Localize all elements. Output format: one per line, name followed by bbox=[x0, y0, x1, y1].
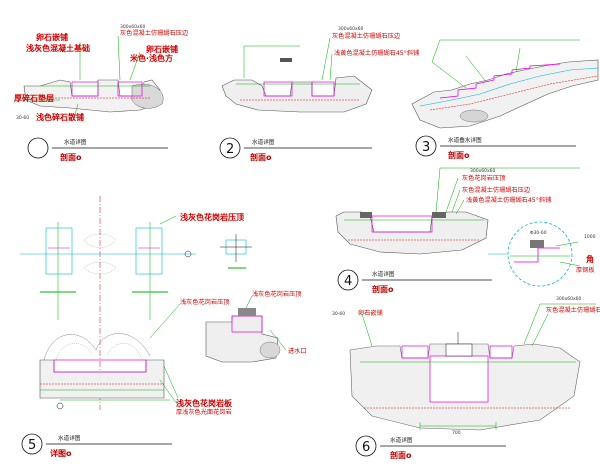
d1-number-circle bbox=[27, 137, 49, 159]
d6-title: 水道详图 bbox=[390, 436, 413, 444]
d4-subtitle: 剖面o bbox=[372, 284, 394, 294]
d1-label-base: 浅灰色混凝土基础 bbox=[26, 43, 90, 53]
d5-label-coping-sec: 浅灰色花岗岩压顶 bbox=[180, 298, 230, 306]
d4-label-edge: 灰色混凝土仿珊瑚石压边 bbox=[462, 186, 531, 194]
d6-subtitle: 剖面o bbox=[390, 450, 412, 460]
d2-label-edge: 灰色混凝土仿珊瑚石压边 bbox=[332, 32, 401, 40]
d3-number-circle bbox=[415, 135, 437, 157]
d1-label-loose: 浅色碎石散铺 bbox=[36, 112, 84, 122]
zoom-label-plate: 厚钢板 bbox=[576, 266, 595, 274]
d3-title: 水道叠水详图 bbox=[448, 136, 482, 144]
d6-dim-pebble: 30-60 bbox=[332, 311, 345, 317]
detail-2: 300x60x60 灰色混凝土仿珊瑚石压边 浅黄色混凝土仿珊瑚石45°斜铺 2 … bbox=[219, 26, 419, 162]
zoom-dim: Φ30-60 bbox=[530, 230, 547, 236]
zoom-detail: Φ30-60 1000 角 厚钢板 bbox=[488, 221, 596, 287]
d1-label-pebble: 卵石嵌铺 bbox=[36, 32, 68, 42]
detail-3: 3 水道叠水详图 剖面o bbox=[411, 39, 599, 160]
d5-label-coping-inlet: 浅灰色花岗岩压顶 bbox=[252, 290, 302, 298]
d6-label-edge: 灰色混凝土仿珊瑚石压边 bbox=[546, 306, 600, 314]
d6-label-pebble: 卵石嵌铺 bbox=[358, 309, 383, 317]
d1-dim-2: 30-60 bbox=[16, 115, 29, 121]
d1-label-beige: 米色·浅色方 bbox=[129, 53, 173, 63]
detail-1: 卵石嵌铺 浅灰色混凝土基础 300x60x60 灰色混凝土仿珊瑚石压边 卵石嵌铺… bbox=[14, 24, 189, 162]
d4-dim: 300x60x60 bbox=[470, 168, 496, 174]
d3-subtitle: 剖面o bbox=[448, 150, 470, 160]
detail-6: 700 30-60 卵石嵌铺 300x60x60 灰色混凝土仿珊瑚石压边 6 水… bbox=[332, 296, 600, 460]
d2-title: 水道详图 bbox=[252, 138, 275, 146]
d1-label-pebble-2: 卵石嵌铺 bbox=[146, 44, 178, 54]
d1-label-gravel: 厚碎石垫层 bbox=[14, 93, 54, 103]
d1-title: 水道详图 bbox=[64, 138, 87, 146]
d1-subtitle: 剖面o bbox=[60, 152, 82, 162]
d3-number: 3 bbox=[422, 140, 430, 155]
d5-label-inlet: 进水口 bbox=[288, 347, 307, 355]
d2-label-diagonal: 浅黄色混凝土仿珊瑚石45°斜铺 bbox=[334, 49, 419, 57]
detail-5: 浅灰色花岗岩压顶 浅灰色花岗岩压顶 进水口 浅灰色花岗岩压顶 浅灰色花岗岩板 厚… bbox=[20, 196, 307, 458]
d1-dim: 300x60x60 bbox=[120, 24, 146, 30]
d6-dim: 300x60x60 bbox=[556, 296, 582, 302]
d5-subtitle: 详图o bbox=[50, 448, 72, 458]
d6-number: 6 bbox=[362, 440, 370, 455]
d4-title: 水道详图 bbox=[372, 270, 395, 278]
zoom-dim-2: 1000 bbox=[584, 234, 596, 240]
d5-label-granite: 厚浅灰色光面花岗岩 bbox=[176, 408, 232, 416]
d4-label-diagonal: 浅黄色混凝土仿珊瑚石45°斜铺 bbox=[466, 196, 551, 204]
d4-number: 4 bbox=[344, 274, 352, 289]
d6-dim-width: 700 bbox=[452, 430, 461, 436]
d5-title: 水道详图 bbox=[58, 434, 81, 442]
d4-number-circle bbox=[337, 269, 359, 291]
d2-number-circle bbox=[219, 137, 241, 159]
d4-label-coping: 灰色花岗岩压顶 bbox=[462, 174, 505, 182]
d2-dim: 300x60x60 bbox=[338, 26, 364, 32]
zoom-label-corner: 角 bbox=[586, 254, 594, 264]
d6-number-circle bbox=[355, 435, 377, 457]
d5-label-slab: 浅灰色花岗岩板 bbox=[176, 398, 233, 408]
d1-label-edge: 灰色混凝土仿珊瑚石压边 bbox=[120, 29, 189, 37]
d5-number: 5 bbox=[28, 438, 36, 453]
d5-number-circle bbox=[21, 433, 43, 455]
d2-number: 2 bbox=[226, 142, 234, 157]
d5-label-coping-top: 浅灰色花岗岩压顶 bbox=[180, 212, 244, 222]
detail-4: 300x60x60 灰色花岗岩压顶 灰色混凝土仿珊瑚石压边 浅黄色混凝土仿珊瑚石… bbox=[335, 167, 580, 294]
d2-subtitle: 剖面o bbox=[250, 152, 272, 162]
